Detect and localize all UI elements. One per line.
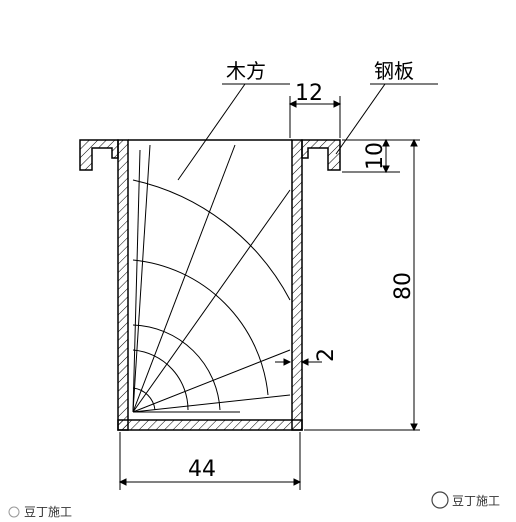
wood-label: 木方 xyxy=(226,59,266,83)
steel-channel xyxy=(79,139,341,431)
watermark-left-icon xyxy=(8,506,20,518)
dim-total-height-label: 80 xyxy=(391,272,416,300)
steel-plate-label: 钢板 xyxy=(374,59,414,83)
dim-lip-height xyxy=(342,138,420,174)
dim-wall-thickness xyxy=(275,358,322,366)
left-flange xyxy=(79,139,119,171)
steel-leader xyxy=(335,83,386,155)
wechat-icon xyxy=(431,491,449,509)
watermark-left: 豆丁施工 xyxy=(8,505,72,519)
bottom-plate xyxy=(117,419,303,431)
left-wall xyxy=(117,139,129,431)
dim-inner-width-label: 44 xyxy=(188,457,216,482)
dim-top-gap-label: 12 xyxy=(295,81,323,106)
dim-total-height xyxy=(304,138,420,432)
dim-wall-thickness-label: 2 xyxy=(314,348,339,362)
watermark-right-text: 豆丁施工 xyxy=(452,494,500,508)
watermark-right: 豆丁施工 xyxy=(431,491,500,509)
wood-leader xyxy=(177,83,246,181)
dim-inner-width xyxy=(118,432,302,490)
dim-top-gap xyxy=(288,96,342,138)
watermark-left-text: 豆丁施工 xyxy=(24,505,72,519)
right-flange xyxy=(301,139,341,171)
wood-grain xyxy=(132,144,291,413)
right-wall xyxy=(291,139,303,431)
dim-lip-height-label: 10 xyxy=(363,142,388,170)
